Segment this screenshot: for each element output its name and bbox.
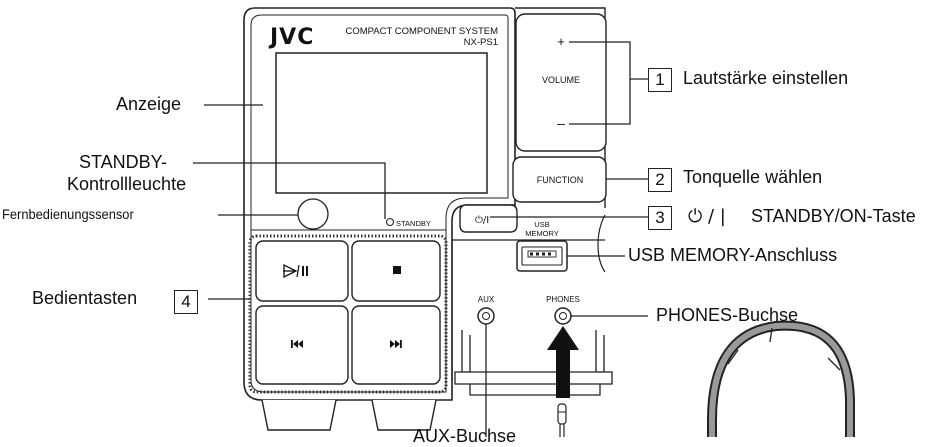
usb-label-line1: USB xyxy=(534,220,549,229)
device-illustration: JVC COMPACT COMPONENT SYSTEM NX-PS1 + VO… xyxy=(193,7,855,437)
callout-number-4: 4 xyxy=(174,290,198,314)
callout-phones: PHONES-Buchse xyxy=(656,305,799,325)
play-pause-icon xyxy=(283,263,308,279)
standby-small-label: STANDBY xyxy=(396,219,431,228)
callout-number-3: 3 xyxy=(648,206,672,230)
aux-label: AUX xyxy=(478,295,495,304)
model-number: NX-PS1 xyxy=(464,37,498,48)
callout-number-1: 1 xyxy=(648,68,672,92)
callout-tonquelle: Tonquelle wählen xyxy=(683,167,823,187)
callout-standby-line2: Kontrollleuchte xyxy=(67,174,187,194)
diagram-stage: JVC COMPACT COMPONENT SYSTEM NX-PS1 + VO… xyxy=(2,7,916,446)
volume-label: VOLUME xyxy=(542,75,580,85)
standby-on-button[interactable] xyxy=(459,204,518,233)
usb-label-line2: MEMORY xyxy=(525,229,559,238)
system-name: COMPACT COMPONENT SYSTEM xyxy=(345,26,498,37)
brand-logo: JVC xyxy=(268,25,314,50)
callout-bedientasten: Bedientasten xyxy=(32,288,138,308)
volume-button[interactable] xyxy=(515,13,607,152)
callout-lautstaerke: Lautstärke einstellen xyxy=(683,68,849,88)
stop-icon xyxy=(393,266,401,274)
phones-label: PHONES xyxy=(546,295,580,304)
callout-anzeige: Anzeige xyxy=(116,94,182,114)
standby-led xyxy=(385,217,395,227)
usb-port-icon xyxy=(516,240,568,272)
callout-number-2: 2 xyxy=(648,168,672,192)
callout-standby-on: STANDBY/ON-Taste xyxy=(751,206,916,226)
next-icon xyxy=(390,340,402,348)
headphones-icon xyxy=(707,320,855,437)
device-stand xyxy=(454,330,613,396)
remote-sensor xyxy=(297,198,329,230)
headphone-plug xyxy=(557,403,567,437)
power-icon: ⏻/I xyxy=(475,215,489,226)
callout-sensor: Fernbedienungssensor xyxy=(2,206,134,222)
volume-minus-label: – xyxy=(557,115,565,131)
callout-standby-line1: STANDBY- xyxy=(79,152,168,172)
volume-plus-label: + xyxy=(557,34,565,49)
callout-usb: USB MEMORY-Anschluss xyxy=(628,245,838,265)
function-label: FUNCTION xyxy=(537,175,584,185)
previous-icon xyxy=(291,340,303,348)
callout-power-symbol: ⏻ / | xyxy=(688,206,726,227)
